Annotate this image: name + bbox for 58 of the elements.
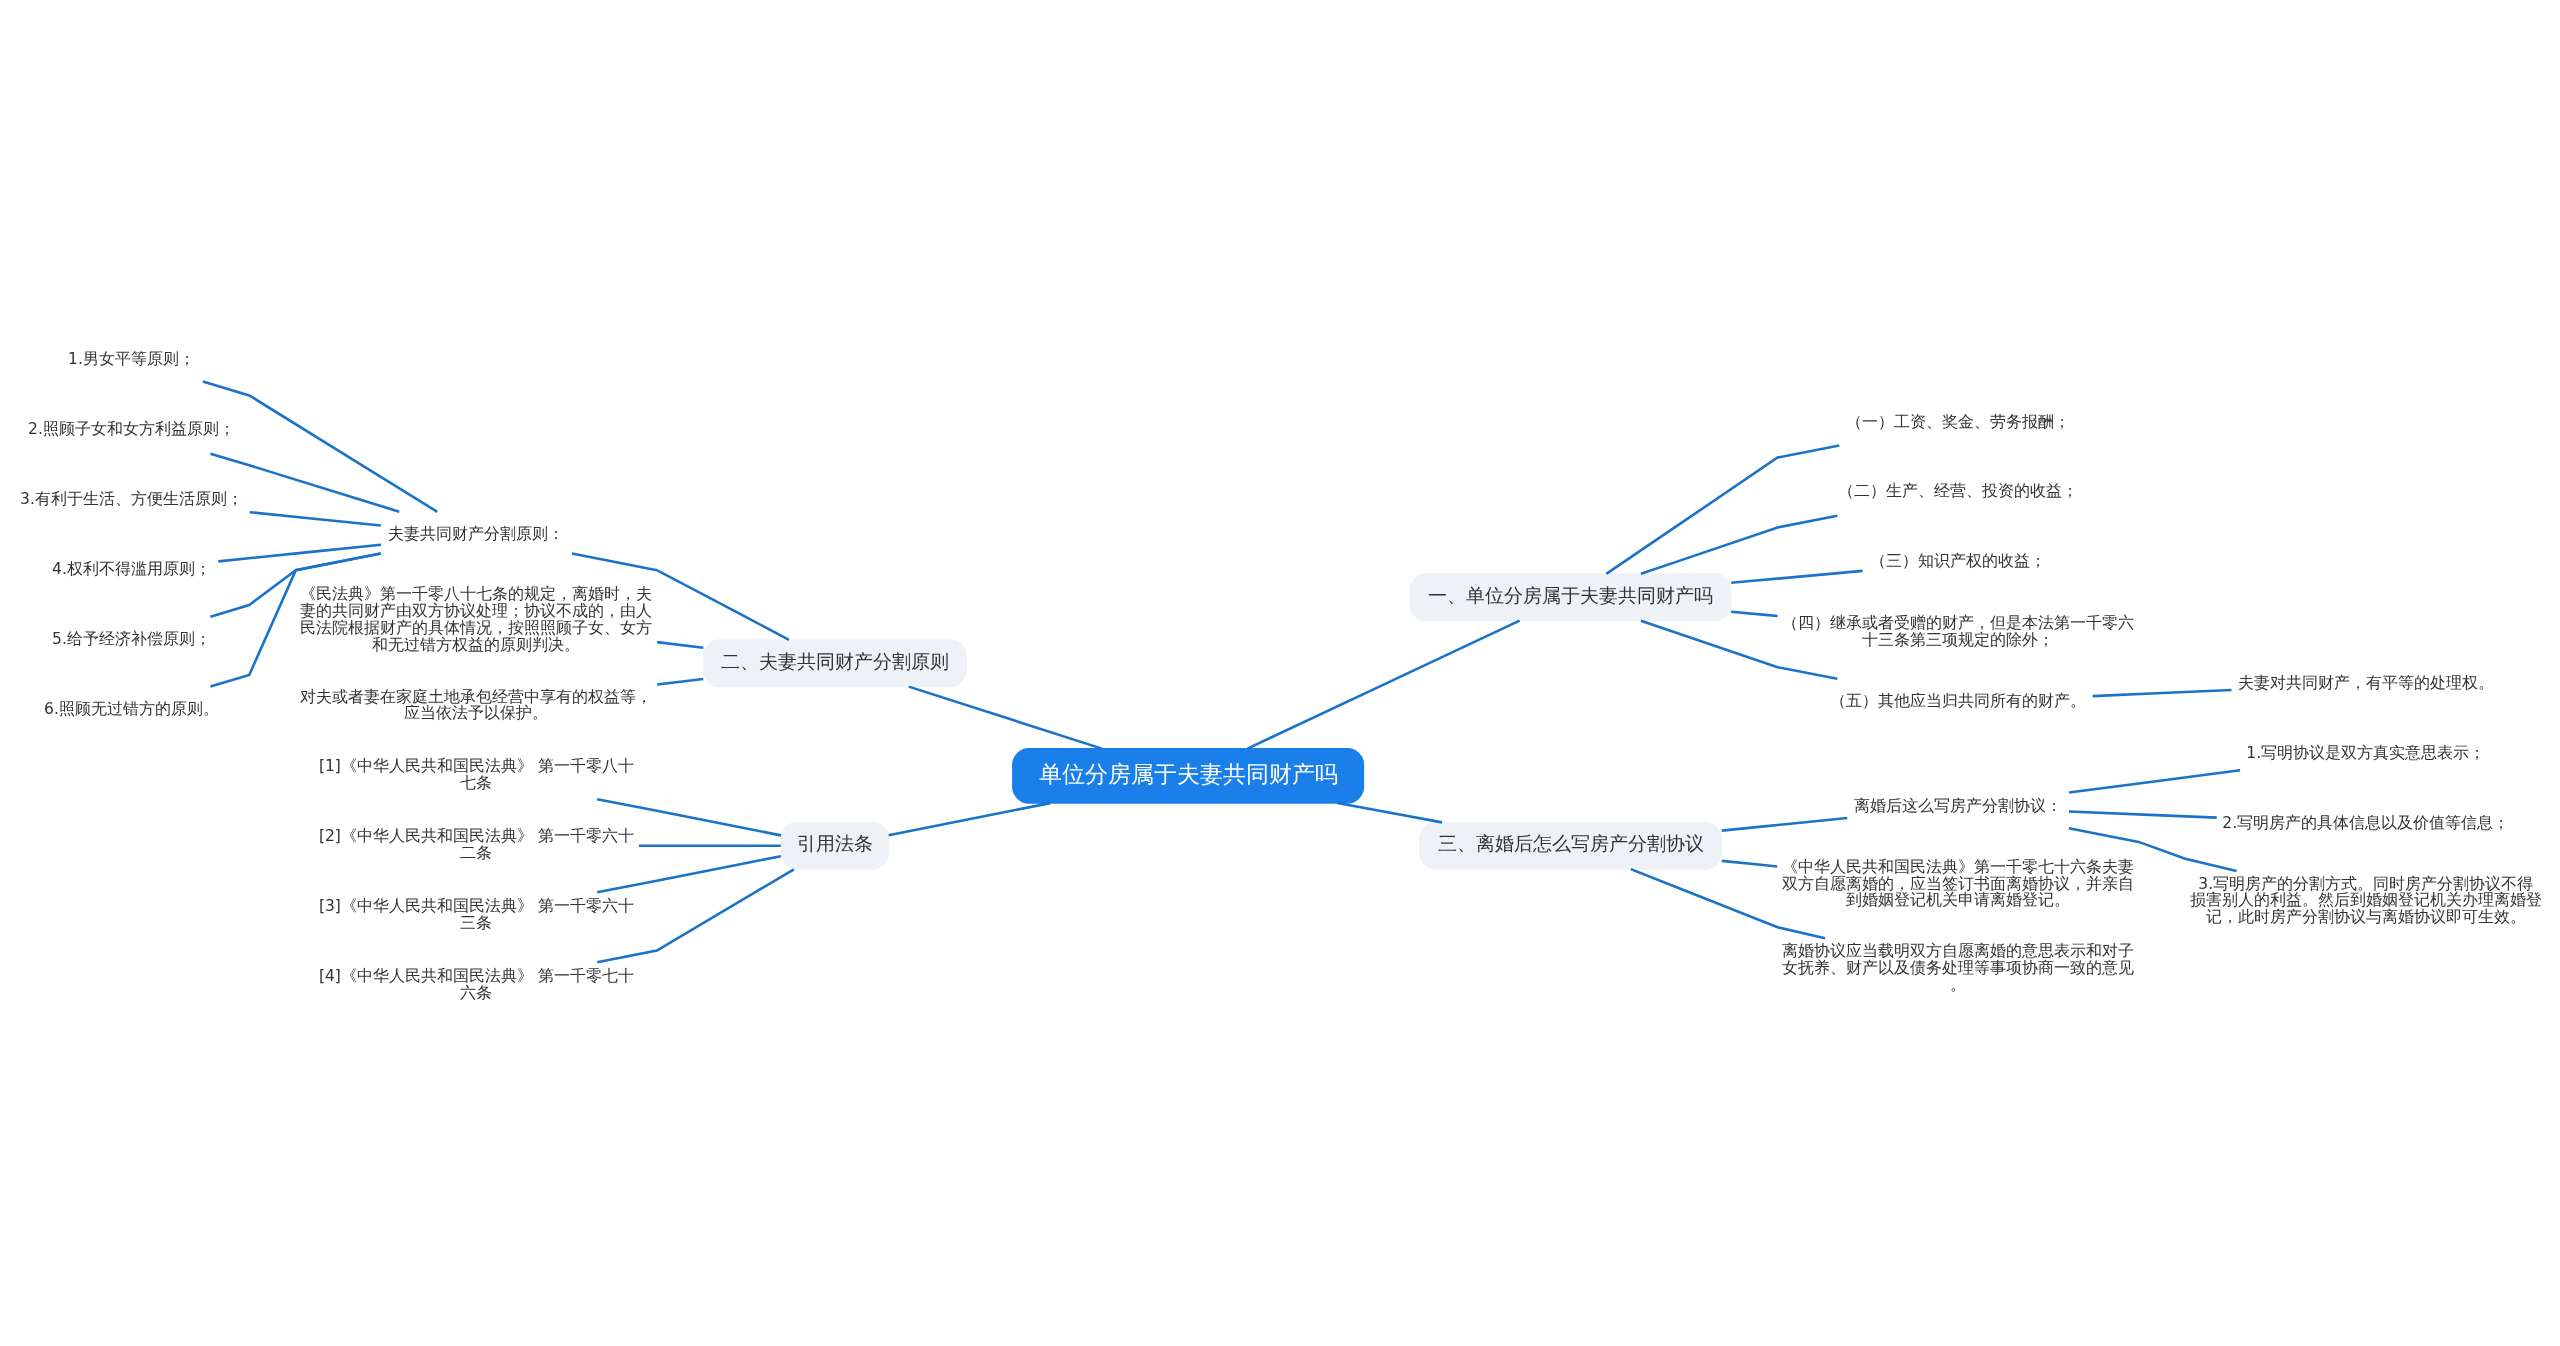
node-text: 4.权利不得滥用原则；	[52, 560, 211, 579]
node-text: [3]《中华人民共和国民法典》 第一千零六十三条	[318, 897, 634, 933]
node-text: （五）其他应当归共同所有的财产。	[1830, 692, 2087, 711]
connector	[657, 677, 704, 686]
connector	[218, 543, 382, 563]
connector	[596, 854, 782, 894]
connector	[1731, 610, 1778, 618]
connector	[202, 380, 438, 513]
node-box: 引用法条	[780, 821, 890, 870]
connector	[1640, 514, 1838, 576]
connector	[1721, 816, 1848, 832]
node-box: 二、夫妻共同财产分割原则	[702, 639, 967, 688]
connector	[2068, 810, 2217, 819]
node-box: 一、单位分房属于夫妻共同财产吗	[1409, 573, 1732, 622]
node-text: （三）知识产权的收益；	[1870, 552, 2047, 571]
connector	[657, 640, 704, 649]
node-text: 2.写明房产的具体信息以及价值等信息；	[2222, 813, 2510, 832]
node-text: 夫妻共同财产分割原则：	[388, 525, 565, 544]
node-text: [1]《中华人民共和国民法典》 第一千零八十七条	[318, 757, 634, 793]
connector	[2068, 827, 2237, 873]
node-text: 离婚后这么写房产分割协议：	[1854, 796, 2063, 815]
connector	[1721, 859, 1778, 868]
connector	[908, 685, 1103, 750]
node-text: 3.写明房产的分割方式。同时房产分割协议不得损害别人的利益。然后到婚姻登记机关办理离婚登记，此时房产分割协议与离婚协议即可生效。	[2189, 874, 2542, 927]
node-text: 对夫或者妻在家庭土地承包经营中享有的权益等，应当依法予以保护。	[300, 687, 653, 723]
connector	[2068, 768, 2241, 794]
connector	[1731, 569, 1863, 585]
connector	[1337, 801, 1443, 824]
connector	[210, 552, 381, 688]
connector	[249, 510, 381, 527]
connector	[1246, 619, 1521, 750]
node-text: 1.写明协议是双方真实意思表示；	[2246, 743, 2486, 762]
connector	[1630, 867, 1826, 940]
connector	[1640, 619, 1838, 681]
node-text: 5.给予经济补偿原则；	[52, 630, 211, 649]
node-text: [2]《中华人民共和国民法典》 第一千零六十二条	[318, 827, 634, 863]
node-text: 《中华人民共和国民法典》第一千零七十六条夫妻双方自愿离婚的，应当签订书面离婚协议，并亲自到婚姻登记机关申请离婚登记。	[1782, 857, 2135, 910]
node-text: [4]《中华人民共和国民法典》 第一千零七十六条	[318, 967, 634, 1002]
node-text: 2.照顾子女和女方利益原则；	[28, 420, 235, 439]
node-text: 1.男女平等原则；	[68, 350, 195, 369]
connector	[1605, 444, 1840, 575]
node-box: 三、离婚后怎么写房产分割协议	[1419, 821, 1722, 870]
node-text: 6.照顾无过错方的原则。	[44, 699, 219, 718]
connector	[2092, 688, 2232, 698]
connector	[638, 844, 781, 848]
node-text: （二）生产、经营、投资的收益；	[1838, 482, 2079, 501]
connector	[888, 801, 1051, 837]
connector	[210, 452, 400, 513]
connector	[596, 868, 795, 964]
node-text: 《民法典》第一千零八十七条的规定，离婚时，夫妻的共同财产由双方协议处理；协议不成的，由人民法院根据财产的具体情况，按照照顾子女、女方和无过错方权益的原则判决。	[300, 585, 653, 654]
node-text: 夫妻对共同财产，有平等的处理权。	[2237, 674, 2494, 693]
node-text: （四）继承或者受赠的财产，但是本法第一千零六十三条第三项规定的除外；	[1782, 613, 2135, 649]
node-text: 3.有利于生活、方便生活原则；	[20, 490, 243, 509]
connector	[596, 797, 782, 837]
node-text: 离婚协议应当载明双方自愿离婚的意思表示和对子女抚养、财产以及债务处理等事项协商一致的意见。	[1782, 941, 2135, 994]
connector	[571, 552, 790, 641]
node-text: （一）工资、奖金、劳务报酬；	[1846, 412, 2071, 431]
node-box: 单位分房属于夫妻共同财产吗	[1012, 748, 1365, 804]
